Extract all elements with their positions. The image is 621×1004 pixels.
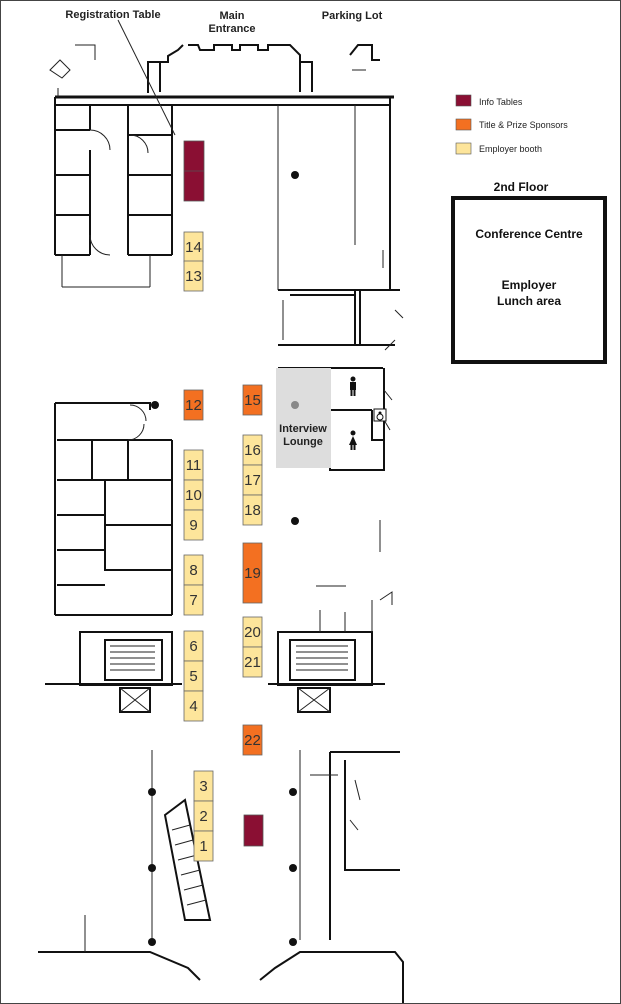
- lunch-area-label-2: Lunch area: [497, 294, 561, 308]
- booth-19[interactable]: 19: [242, 542, 263, 604]
- booth-7-box[interactable]: [183, 584, 204, 616]
- booth-10-number: 10: [185, 487, 202, 504]
- conference-centre-label: Conference Centre: [475, 227, 583, 241]
- floor-title: 2nd Floor: [494, 180, 549, 194]
- booth-10[interactable]: 10: [183, 479, 204, 511]
- booth-15-box[interactable]: [242, 384, 263, 416]
- booth-9-number: 9: [189, 517, 197, 534]
- booth-20-number: 20: [244, 624, 261, 641]
- booth-11[interactable]: 11: [183, 449, 204, 481]
- accessible-restroom-icon: [373, 408, 387, 422]
- booth-3-number: 3: [199, 778, 207, 795]
- booth-21-number: 21: [244, 654, 261, 671]
- booth-1-box[interactable]: [193, 830, 214, 862]
- legend: Info Tables Title & Prize Sponsors Emplo…: [455, 94, 568, 155]
- conference-centre-box[interactable]: Conference Centre Employer Lunch area: [451, 196, 607, 364]
- columns: [148, 171, 299, 946]
- booth-4[interactable]: 4: [183, 690, 204, 722]
- men-restroom-icon: [350, 376, 356, 396]
- booth-9-box[interactable]: [183, 509, 204, 541]
- booth-6[interactable]: 6: [183, 630, 204, 662]
- booth-17[interactable]: 17: [242, 464, 263, 496]
- booth-13[interactable]: 13: [183, 260, 204, 292]
- booth-21[interactable]: 21: [242, 646, 263, 678]
- booth-17-number: 17: [244, 472, 261, 489]
- booth-22-number: 22: [244, 732, 261, 749]
- booth-22[interactable]: 22: [242, 724, 263, 756]
- main-entrance-label-2: Entrance: [208, 23, 255, 35]
- booth-8[interactable]: 8: [183, 554, 204, 586]
- booth-8-number: 8: [189, 562, 197, 579]
- legend-label-info: Info Tables: [479, 97, 523, 107]
- booth-13-number: 13: [185, 268, 202, 285]
- interview-lounge-label-2: Lounge: [283, 436, 323, 448]
- main-entrance-label-1: Main: [219, 10, 244, 22]
- info-tables: [183, 140, 264, 847]
- legend-swatch-sponsor: [455, 118, 472, 131]
- building-walls: [38, 19, 404, 1003]
- booth-20[interactable]: 20: [242, 616, 263, 648]
- booth-21-box[interactable]: [242, 646, 263, 678]
- booth-11-number: 11: [186, 457, 202, 474]
- booth-19-box[interactable]: [242, 542, 263, 604]
- booth-7-number: 7: [189, 592, 197, 609]
- booth-3[interactable]: 3: [193, 770, 214, 802]
- booth-6-number: 6: [189, 638, 197, 655]
- booth-1-number: 1: [199, 838, 207, 855]
- restroom-icons: [349, 376, 387, 450]
- booth-2-number: 2: [199, 808, 207, 825]
- booth-16[interactable]: 16: [242, 434, 263, 466]
- booth-14-number: 14: [185, 239, 202, 256]
- booth-12-number: 12: [185, 397, 202, 414]
- booth-13-box[interactable]: [183, 260, 204, 292]
- booth-22-box[interactable]: [242, 724, 263, 756]
- booth-14[interactable]: 14: [183, 231, 204, 263]
- booth-1[interactable]: 1: [193, 830, 214, 862]
- women-restroom-icon: [349, 430, 357, 450]
- booth-9[interactable]: 9: [183, 509, 204, 541]
- legend-label-sponsor: Title & Prize Sponsors: [479, 120, 568, 130]
- booth-15[interactable]: 15: [242, 384, 263, 416]
- interview-lounge-label-1: Interview: [279, 423, 327, 435]
- booth-5[interactable]: 5: [183, 660, 204, 692]
- booth-12[interactable]: 12: [183, 389, 204, 421]
- info-table-lower[interactable]: [243, 814, 264, 847]
- registration-table-label: Registration Table: [65, 9, 160, 21]
- interview-lounge[interactable]: Interview Lounge: [276, 368, 331, 468]
- legend-swatch-employer: [455, 142, 472, 155]
- booth-7[interactable]: 7: [183, 584, 204, 616]
- booth-15-number: 15: [244, 392, 261, 409]
- booth-19-number: 19: [244, 565, 261, 582]
- booth-16-number: 16: [244, 442, 261, 459]
- booth-4-number: 4: [189, 698, 197, 715]
- booth-18[interactable]: 18: [242, 494, 263, 526]
- lunch-area-label-1: Employer: [502, 278, 557, 292]
- booth-4-box[interactable]: [183, 690, 204, 722]
- booth-5-number: 5: [189, 668, 197, 685]
- booth-12-box[interactable]: [183, 389, 204, 421]
- parking-lot-label: Parking Lot: [322, 10, 383, 22]
- booth-18-number: 18: [244, 502, 261, 519]
- booth-18-box[interactable]: [242, 494, 263, 526]
- legend-swatch-info: [455, 94, 472, 107]
- booth-2[interactable]: 2: [193, 800, 214, 832]
- legend-label-employer: Employer booth: [479, 144, 542, 154]
